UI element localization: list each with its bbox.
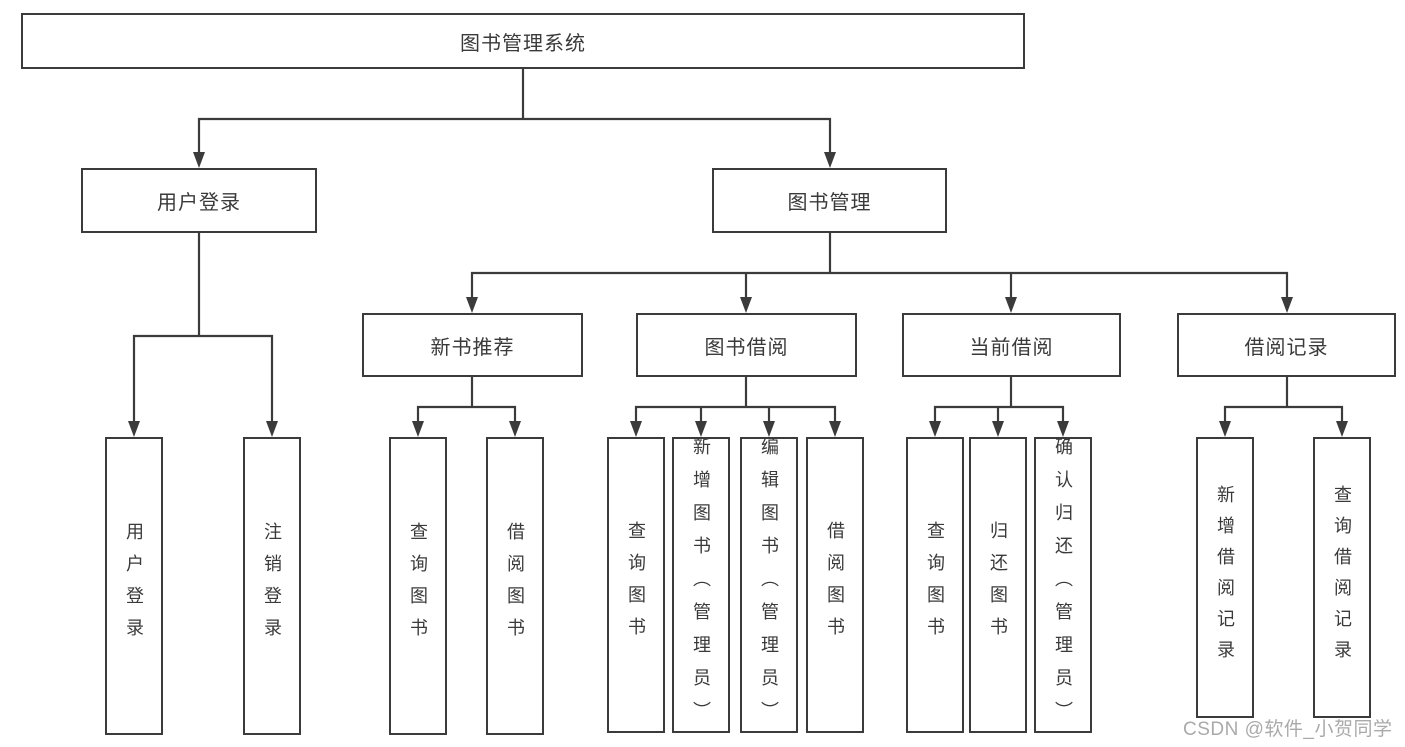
leaf-user-login: 用户登录	[105, 437, 163, 735]
leaf-edit-books-admin: 编辑图书（管理员）	[740, 437, 798, 734]
leaf-query-books-borrow: 查询图书	[607, 437, 665, 733]
node-user-login-group: 用户登录	[81, 168, 317, 233]
leaf-logout: 注销登录	[243, 437, 301, 735]
leaf-return-books: 归还图书	[969, 437, 1027, 733]
leaf-query-borrow-record: 查询借阅记录	[1313, 437, 1371, 718]
leaf-borrow-books-recommend: 借阅图书	[486, 437, 544, 735]
leaf-query-books-current: 查询图书	[906, 437, 964, 733]
node-new-book-recommend: 新书推荐	[362, 313, 583, 377]
node-root-system: 图书管理系统	[21, 13, 1025, 69]
leaf-query-books-recommend: 查询图书	[389, 437, 447, 735]
node-book-management: 图书管理	[712, 168, 947, 233]
node-book-borrow: 图书借阅	[636, 313, 857, 377]
leaf-add-borrow-record: 新增借阅记录	[1196, 437, 1254, 718]
csdn-watermark: CSDN @软件_小贺同学	[1183, 719, 1393, 740]
leaf-confirm-return-admin: 确认归还（管理员）	[1034, 437, 1092, 734]
leaf-add-books-admin: 新增图书（管理员）	[672, 437, 730, 734]
leaf-borrow-books: 借阅图书	[806, 437, 864, 733]
node-borrow-records: 借阅记录	[1177, 313, 1396, 377]
node-current-borrow: 当前借阅	[902, 313, 1121, 377]
